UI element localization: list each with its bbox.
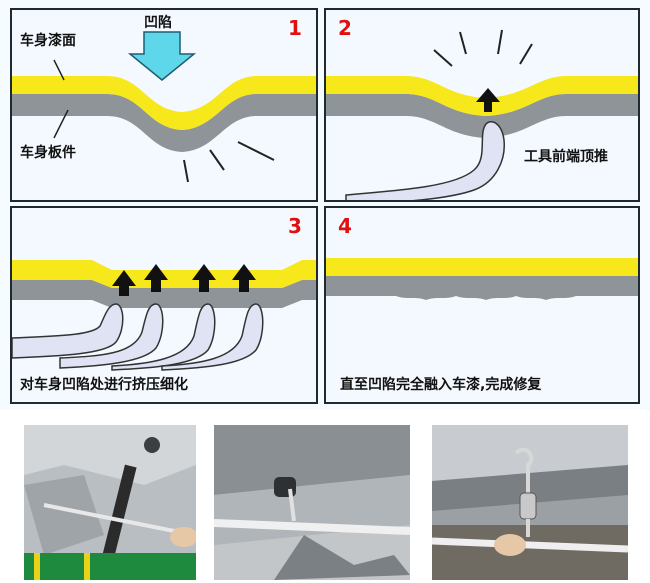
refine-arrow-3-icon <box>192 264 216 292</box>
refine-tool-3 <box>111 303 216 371</box>
body-panel-label: 车身板件 <box>20 145 76 161</box>
photo-rod-tool-2-image <box>214 425 410 580</box>
panel-4-metal-layer <box>326 276 638 300</box>
push-up-arrow-icon <box>476 88 500 112</box>
photo-hook-tool-1 <box>24 425 196 580</box>
panel-2-metal-layer <box>326 94 638 138</box>
refine-arrow-4-icon <box>232 264 256 292</box>
panel-2-paint-layer <box>326 76 638 116</box>
refine-arrow-1-icon <box>112 270 136 296</box>
photo-hook-tool-1-image <box>24 425 196 580</box>
panel-2-illustration <box>326 29 638 200</box>
refine-caption: 对车身凹陷处进行挤压细化 <box>20 377 188 393</box>
refine-arrow-2-icon <box>144 264 168 292</box>
impact-lines-icon <box>433 29 533 67</box>
paint-surface-label: 车身漆面 <box>20 33 76 49</box>
dent-tool-rod <box>345 120 505 200</box>
panel-1-illustration <box>12 31 316 183</box>
panel-4-paint-layer <box>326 258 638 276</box>
refine-tool-4 <box>161 303 264 371</box>
finished-caption: 直至凹陷完全融入车漆,完成修复 <box>340 377 542 393</box>
panel-3-illustration <box>12 260 316 371</box>
dent-label: 凹陷 <box>144 15 172 31</box>
panel-4-number: 4 <box>338 214 352 238</box>
tool-push-label: 工具前端顶推 <box>524 149 608 165</box>
impact-lines-icon <box>183 141 275 183</box>
panel-2-push: 2 工具前端顶推 <box>324 8 640 202</box>
panel-1-metal-layer <box>12 94 316 152</box>
photo-hook-tool-3-image <box>432 425 628 580</box>
refine-tool-1 <box>12 303 124 359</box>
panel-1-paint-layer <box>12 76 316 130</box>
panel-3-number: 3 <box>288 214 302 238</box>
panel-4-finished: 4 直至凹陷完全融入车漆,完成修复 <box>324 206 640 404</box>
panel-3-refine: 3 对车身凹陷处进行挤压细化 <box>10 206 318 404</box>
panel-4-illustration <box>326 258 638 300</box>
panel-2-number: 2 <box>338 16 352 40</box>
panel-3-metal-layer <box>12 280 316 308</box>
dent-down-arrow-icon <box>127 31 197 81</box>
refine-tool-2 <box>59 303 164 369</box>
diagram-frame: 1 车身漆面 凹陷 车身板件 2 工具前端顶推 <box>10 8 640 404</box>
photo-rod-tool-2 <box>214 425 410 580</box>
photo-hook-tool-3 <box>432 425 628 580</box>
panel-1-number: 1 <box>288 16 302 40</box>
panel-1-dent: 1 车身漆面 凹陷 车身板件 <box>10 8 318 202</box>
